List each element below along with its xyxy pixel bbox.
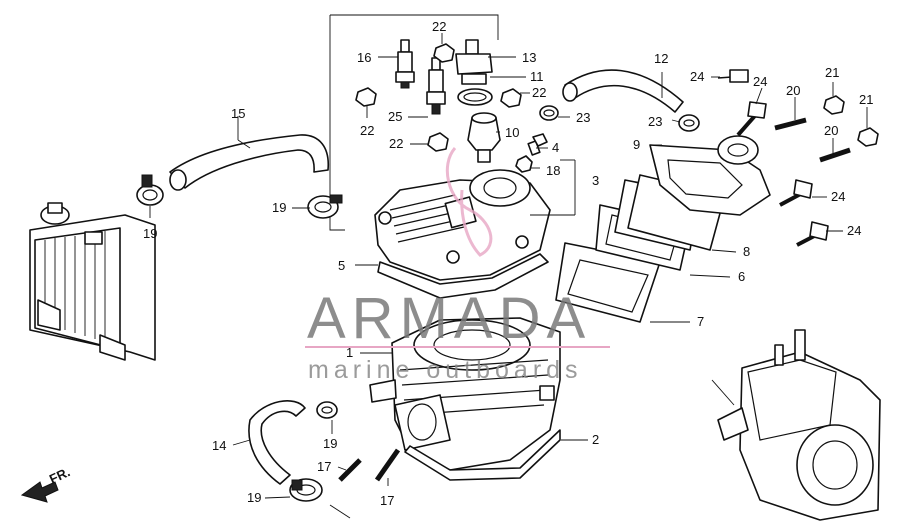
clamp-19-bottom — [289, 478, 323, 502]
callout-20-b: 20 — [824, 123, 838, 138]
callout-6: 6 — [738, 269, 745, 284]
nut-21-b — [857, 127, 879, 147]
armada-watermark: ARMADA marine outboards — [305, 147, 610, 384]
washer-18 — [515, 155, 533, 173]
clamp-19-mid — [316, 401, 338, 419]
bolt-24-a — [717, 69, 749, 83]
head-gasket-5 — [377, 253, 549, 299]
callout-17-a: 17 — [317, 459, 331, 474]
callout-11: 11 — [530, 69, 544, 84]
callout-21-a: 21 — [825, 65, 839, 80]
callout-24-a: 24 — [690, 69, 704, 84]
callout-23-b: 23 — [648, 114, 662, 129]
hose-15 — [169, 134, 329, 191]
callout-24-d: 24 — [847, 223, 861, 238]
callout-12: 12 — [654, 51, 668, 66]
engine-inset — [717, 329, 881, 521]
stud-17-a — [338, 458, 362, 482]
callout-19-d: 19 — [247, 490, 261, 505]
callout-10: 10 — [505, 125, 519, 140]
spark-plug-16 — [395, 39, 415, 89]
front-direction-arrow: FR. — [20, 464, 72, 503]
radiator — [29, 202, 156, 361]
callout-labels: 1 2 3 4 5 6 7 8 9 10 11 12 13 14 15 16 1… — [143, 19, 873, 508]
o-ring-11 — [457, 88, 493, 106]
callout-8: 8 — [743, 244, 750, 259]
callout-14: 14 — [212, 438, 226, 453]
base-gasket-2 — [404, 429, 561, 481]
watermark-logo-swirl — [445, 147, 493, 257]
joint-10 — [467, 112, 501, 163]
nut-22-top — [433, 43, 455, 63]
stud-20-a — [774, 117, 807, 131]
callout-16: 16 — [357, 50, 371, 65]
callout-24-b: 24 — [753, 74, 767, 89]
leader-lines — [149, 33, 868, 519]
callout-24-c: 24 — [831, 189, 845, 204]
callout-7: 7 — [697, 314, 704, 329]
watermark-tagline: marine outboards — [308, 356, 583, 384]
callout-25: 25 — [388, 109, 402, 124]
callout-22-b: 22 — [360, 123, 374, 138]
bolt-24-d — [796, 221, 829, 247]
callout-18: 18 — [546, 163, 560, 178]
callout-22-c: 22 — [389, 136, 403, 151]
clamp-19-upper — [307, 194, 343, 219]
hose-12 — [562, 69, 684, 113]
callout-9: 9 — [633, 137, 640, 152]
clamp-19-left — [136, 174, 164, 206]
cylinder-1 — [369, 317, 561, 471]
callout-3: 3 — [592, 173, 599, 188]
callout-19-b: 19 — [272, 200, 286, 215]
bolt-24-c — [779, 179, 813, 207]
intake-manifold-9 — [649, 135, 771, 216]
callout-23-a: 23 — [576, 110, 590, 125]
callout-15: 15 — [231, 106, 245, 121]
spark-plug-25 — [426, 57, 446, 115]
clip-23-right — [678, 114, 700, 132]
nut-21-a — [823, 95, 845, 115]
callout-5: 5 — [338, 258, 345, 273]
stud-20-b — [819, 147, 851, 163]
stud-17-b — [374, 448, 401, 482]
cylinder-head-3 — [374, 169, 551, 281]
callout-19-c: 19 — [323, 436, 337, 451]
watermark-brand: ARMADA — [307, 286, 591, 351]
clip-23-left — [539, 105, 559, 121]
callout-20-a: 20 — [786, 83, 800, 98]
callout-22-a: 22 — [432, 19, 446, 34]
front-label: FR. — [47, 464, 72, 486]
callout-13: 13 — [522, 50, 536, 65]
callout-22-d: 22 — [532, 85, 546, 100]
callout-19-a: 19 — [143, 226, 157, 241]
callout-21-b: 21 — [859, 92, 873, 107]
group-bracket — [329, 14, 499, 231]
nut-22-right — [500, 88, 522, 108]
bolt-24-b — [736, 101, 767, 137]
thermo-sensor-13 — [455, 39, 493, 85]
callout-4: 4 — [552, 140, 559, 155]
callout-1: 1 — [346, 345, 353, 360]
callout-17-b: 17 — [380, 493, 394, 508]
nut-22-lower — [427, 132, 449, 152]
hose-14 — [248, 400, 306, 485]
bolt-4 — [527, 133, 548, 156]
callout-2: 2 — [592, 432, 599, 447]
nut-22-left — [355, 87, 377, 107]
